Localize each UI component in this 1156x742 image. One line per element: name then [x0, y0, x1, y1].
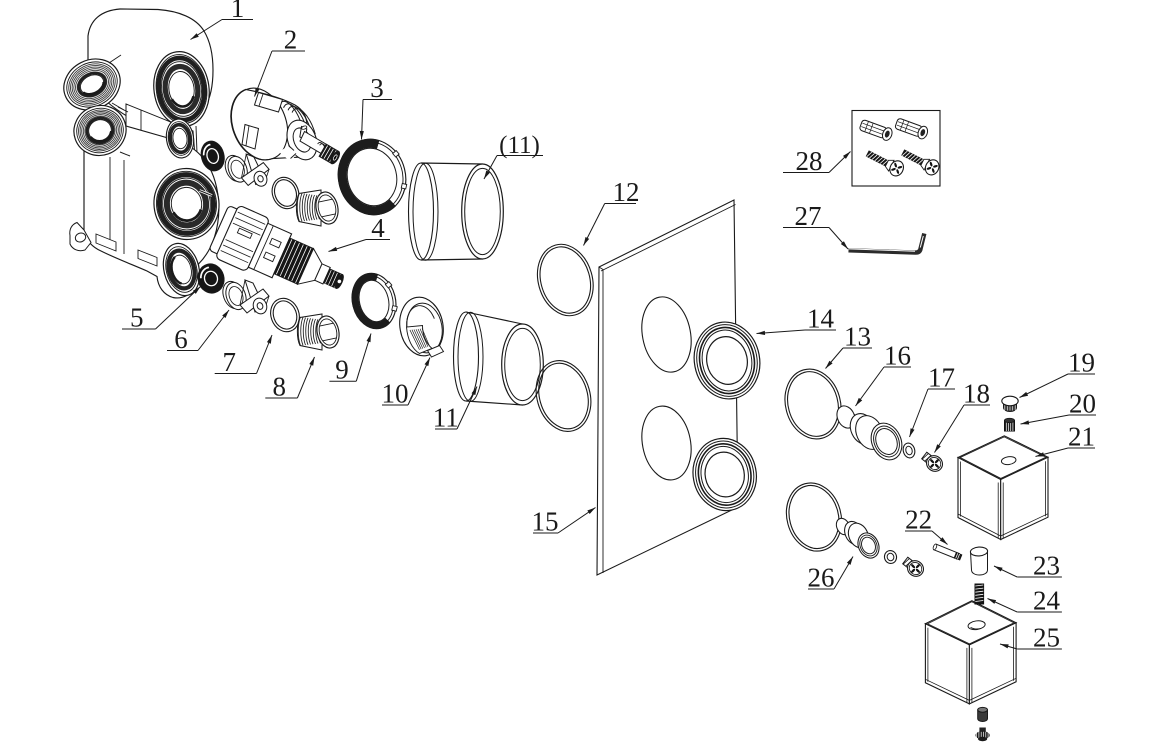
svg-text:10: 10: [382, 379, 409, 409]
svg-text:15: 15: [532, 507, 559, 537]
svg-text:5: 5: [130, 303, 144, 333]
svg-text:16: 16: [884, 341, 911, 371]
svg-text:27: 27: [795, 201, 822, 231]
svg-text:22: 22: [905, 505, 932, 535]
svg-text:1: 1: [231, 0, 245, 23]
svg-text:17: 17: [928, 363, 955, 393]
svg-text:12: 12: [613, 177, 640, 207]
svg-text:3: 3: [370, 73, 384, 103]
svg-text:26: 26: [808, 563, 835, 593]
svg-text:7: 7: [222, 347, 236, 377]
svg-text:(11): (11): [499, 132, 540, 159]
svg-text:2: 2: [284, 25, 298, 55]
svg-text:23: 23: [1033, 551, 1060, 581]
svg-text:24: 24: [1033, 586, 1061, 616]
svg-text:13: 13: [844, 322, 871, 352]
svg-text:11: 11: [433, 403, 459, 433]
svg-text:28: 28: [796, 146, 823, 176]
svg-text:14: 14: [807, 304, 835, 334]
svg-text:21: 21: [1068, 422, 1095, 452]
svg-text:20: 20: [1069, 389, 1096, 419]
svg-text:25: 25: [1033, 623, 1060, 653]
svg-text:9: 9: [335, 355, 349, 385]
svg-text:8: 8: [273, 372, 287, 402]
svg-text:18: 18: [963, 379, 990, 409]
svg-text:4: 4: [371, 213, 385, 243]
svg-text:6: 6: [174, 324, 188, 354]
svg-text:19: 19: [1068, 348, 1095, 378]
